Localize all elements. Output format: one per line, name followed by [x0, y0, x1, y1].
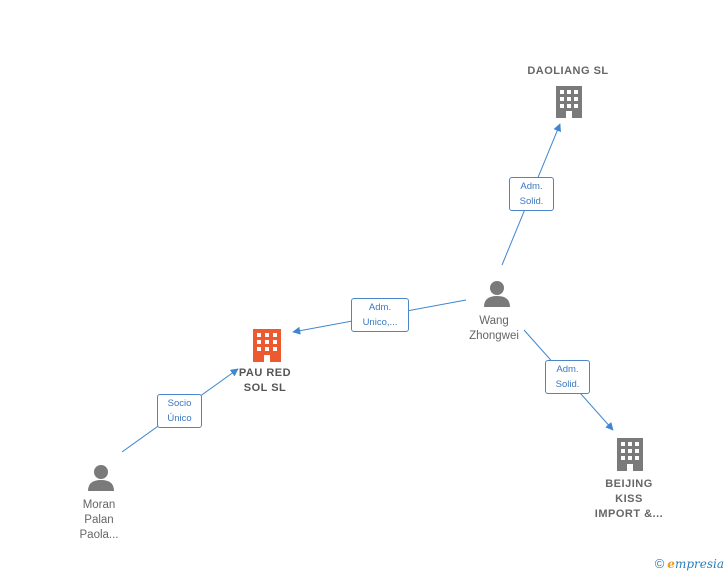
company-label-beijing[interactable]: BEIJING KISS IMPORT &... [584, 477, 674, 522]
copyright-icon: © [654, 556, 665, 571]
edge-label-moran-paured[interactable]: Socio Único [157, 394, 202, 428]
edge-role-line: Adm. [520, 181, 543, 192]
person-icon[interactable] [88, 465, 114, 491]
person-name-line: Paola... [79, 529, 119, 541]
company-name-line: BEIJING [605, 478, 653, 490]
person-name-line: Zhongwei [469, 330, 519, 342]
edge-label-wang-beijing[interactable]: Adm. Solid. [545, 360, 590, 394]
company-name-line: SOL SL [243, 382, 287, 394]
person-icon[interactable] [484, 281, 510, 307]
company-name-line: IMPORT &... [594, 508, 664, 520]
company-name: DAOLIANG SL [527, 65, 609, 77]
building-icon[interactable] [253, 329, 281, 362]
edge-label-wang-daoliang[interactable]: Adm. Solid. [509, 177, 554, 211]
edge-role-line: Adm. [556, 364, 579, 375]
person-name-line: Palan [84, 514, 114, 526]
company-name-line: PAU RED [238, 367, 292, 379]
building-icon[interactable] [617, 438, 643, 471]
edge-role-line: Adm. [368, 302, 392, 313]
edge-role-line: Socio [167, 398, 192, 409]
edge-role-line: Unico,... [362, 317, 398, 328]
edge-label-wang-paured[interactable]: Adm. Unico,... [351, 298, 409, 332]
edge-role-line: Solid. [555, 379, 580, 390]
person-label-wang[interactable]: Wang Zhongwei [449, 314, 539, 344]
person-label-moran[interactable]: Moran Palan Paola... [54, 498, 144, 543]
brand-footer[interactable]: ©empresia [655, 556, 724, 571]
person-name-line: Moran [82, 499, 116, 511]
brand-logo: empresia [667, 557, 724, 571]
edge-role-line: Solid. [519, 196, 544, 207]
company-name-line: KISS [615, 493, 643, 505]
edge-role-line: Único [167, 413, 192, 424]
person-name-line: Wang [479, 315, 509, 327]
company-label-paured[interactable]: PAU RED SOL SL [220, 366, 310, 396]
company-label-daoliang[interactable]: DAOLIANG SL [510, 64, 626, 79]
building-icon[interactable] [556, 86, 582, 118]
